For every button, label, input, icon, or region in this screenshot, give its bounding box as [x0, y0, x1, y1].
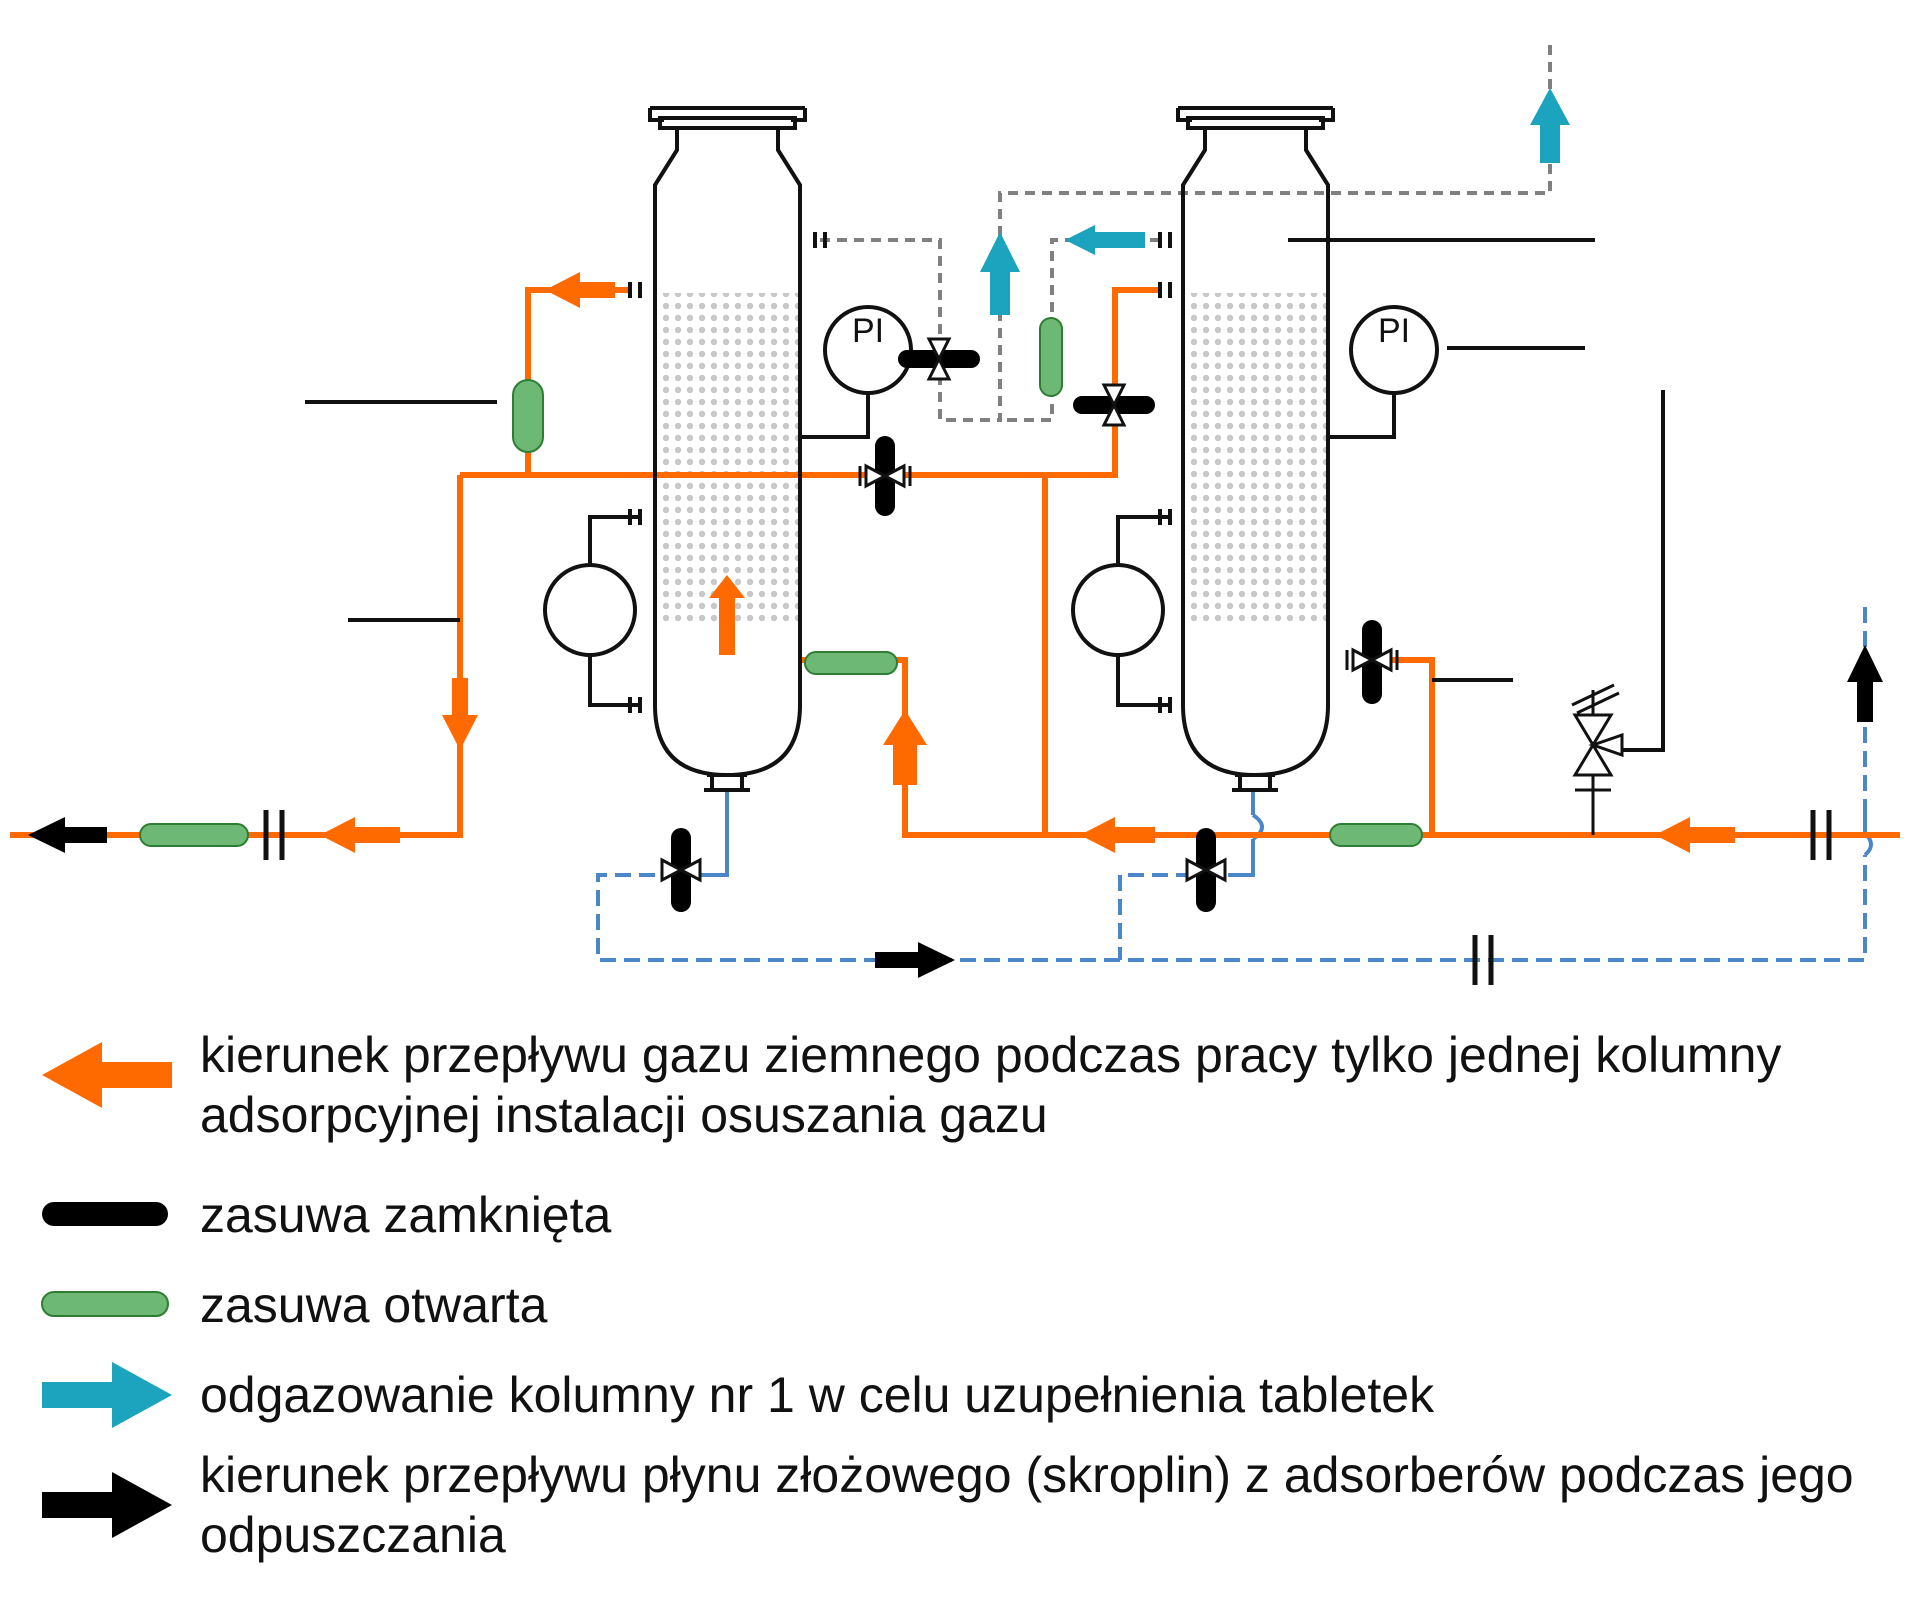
nozzles	[628, 232, 1172, 713]
valve-flanges	[858, 466, 1399, 670]
condensate-arrows	[28, 645, 1883, 978]
pressure-indicator-2: PI	[1349, 305, 1439, 395]
svg-text:PI: PI	[1378, 312, 1410, 350]
open-valve-1	[512, 379, 544, 453]
valve-bodies	[660, 337, 1393, 883]
level-gauge-2	[1071, 563, 1165, 657]
svg-text:PI: PI	[852, 312, 884, 350]
insulating-joints	[263, 810, 1832, 985]
orange-arrow-icon	[42, 1042, 172, 1108]
legend-text-degassing: odgazowanie kolumny nr 1 w celu uzupełni…	[200, 1367, 1435, 1423]
cyan-arrow-icon	[42, 1362, 172, 1428]
pressure-indicator-1: PI	[823, 305, 913, 395]
safety-valve	[1571, 683, 1624, 835]
level-gauge-1	[543, 563, 637, 657]
legend-text-open-valve: zasuwa otwarta	[200, 1277, 548, 1333]
legend: kierunek przepływu gazu ziemnego podczas…	[0, 1000, 1910, 1600]
degassing-arrows	[980, 88, 1570, 315]
instrument-lines	[305, 238, 1665, 752]
adsorbent-bed-1	[655, 293, 800, 623]
adsorbent-bed-2	[1183, 293, 1328, 623]
legend-text-closed-valve: zasuwa zamknięta	[200, 1187, 612, 1243]
process-diagram: PI PI	[10, 38, 1900, 985]
open-valve-icon	[41, 1291, 169, 1317]
closed-valves	[671, 350, 1382, 912]
adsorption-column-1	[648, 106, 807, 792]
legend-text-condensate: kierunek przepływu płynu złożowego (skro…	[200, 1447, 1854, 1563]
condensate-dashed-lines	[596, 600, 1867, 962]
adsorption-column-2	[1176, 106, 1335, 792]
black-arrow-icon	[42, 1472, 172, 1538]
gas-flow-arrows	[320, 272, 1735, 853]
closed-valve-icon	[42, 1202, 168, 1226]
legend-text-gas-flow: kierunek przepływu gazu ziemnego podczas…	[200, 1027, 1782, 1143]
open-valves	[139, 317, 1423, 847]
